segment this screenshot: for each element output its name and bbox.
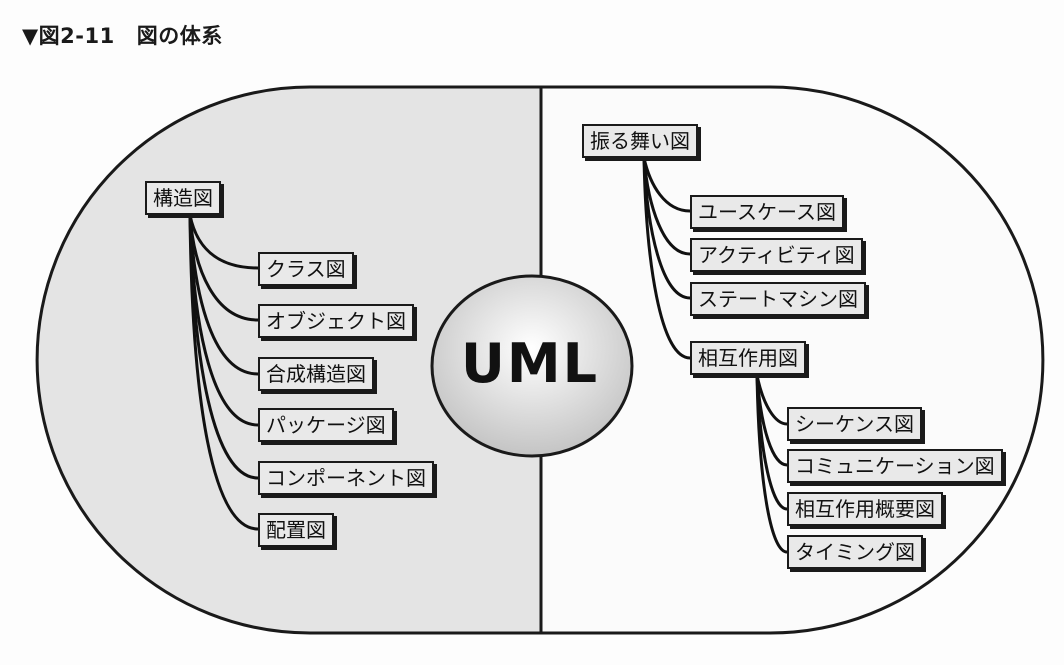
behavior-child-box: アクティビティ図 [690, 238, 863, 272]
behavior-connectors [642, 156, 692, 360]
structure-connectors [188, 213, 260, 531]
behavior-child-box: ユースケース図 [690, 195, 844, 229]
uml-ellipse [430, 274, 634, 458]
interaction-child-box: タイミング図 [787, 535, 923, 569]
structure-child-box: オブジェクト図 [258, 304, 414, 338]
interaction-root-box: 相互作用図 [690, 341, 806, 375]
structure-child-box: 合成構造図 [258, 357, 374, 391]
structure-root-box: 構造図 [145, 181, 221, 215]
interaction-connectors [755, 373, 789, 554]
structure-child-box: クラス図 [258, 252, 354, 286]
figure-caption: 図の体系 [136, 24, 223, 48]
structure-child-box: 配置図 [258, 513, 334, 547]
interaction-child-box: コミュニケーション図 [787, 449, 1003, 483]
interaction-child-box: 相互作用概要図 [787, 492, 943, 526]
figure-number: ▼図2-11 [22, 24, 115, 48]
figure-title: ▼図2-11 図の体系 [22, 20, 223, 50]
behavior-child-box: ステートマシン図 [690, 282, 866, 316]
interaction-child-box: シーケンス図 [787, 407, 922, 441]
structure-child-box: パッケージ図 [258, 408, 394, 442]
structure-child-box: コンポーネント図 [258, 461, 434, 495]
behavior-root-box: 振る舞い図 [582, 124, 698, 158]
uml-label: UML [461, 332, 599, 395]
